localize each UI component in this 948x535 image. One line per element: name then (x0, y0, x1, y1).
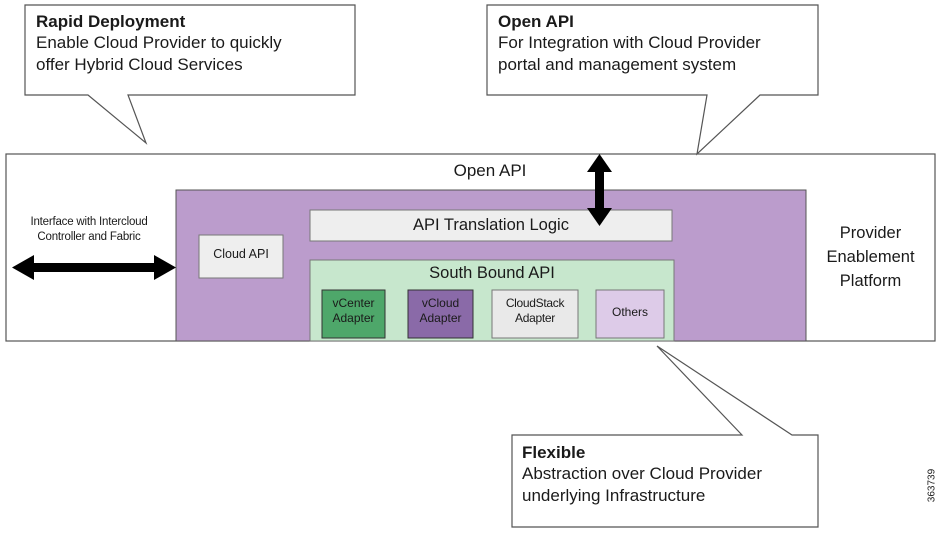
translation-label: API Translation Logic (413, 216, 569, 234)
provider-line3: Platform (839, 272, 902, 290)
cloudstack-adapter-box (491, 289, 579, 339)
interface-double-arrow (12, 255, 176, 280)
rapid-callout-shape (24, 4, 356, 145)
provider-label: Provider Enablement Platform (808, 221, 933, 293)
openapi-title: Open API (498, 12, 574, 31)
vcenter-line2: Adapter (332, 311, 375, 325)
provider-line1: Provider (839, 224, 902, 242)
flexible-title: Flexible (522, 443, 586, 462)
vcloud-adapter-label: vCloud Adapter (408, 296, 473, 326)
cloudstack-adapter-label: CloudStack Adapter (492, 296, 578, 326)
flexible-line2: underlying Infrastructure (522, 486, 706, 505)
rapid-line1: Enable Cloud Provider to quickly (36, 33, 282, 52)
flexible-line1: Abstraction over Cloud Provider (522, 464, 763, 483)
vcenter-line1: vCenter (332, 296, 375, 310)
openapi-line1: For Integration with Cloud Provider (498, 33, 761, 52)
rapid-line2: offer Hybrid Cloud Services (36, 55, 243, 74)
south-bound-label: South Bound API (429, 264, 555, 282)
interface-label-line1: Interface with Intercloud (30, 216, 148, 228)
figure-id: 363739 (926, 468, 938, 503)
translation-box (309, 209, 673, 242)
cloudstack-line2: Adapter (515, 311, 555, 325)
provider-line2: Enablement (826, 248, 915, 266)
vcenter-adapter-label: vCenter Adapter (322, 296, 385, 326)
rapid-callout: Rapid Deployment Enable Cloud Provider t… (36, 12, 282, 76)
interface-label: Interface with Intercloud Controller and… (0, 215, 178, 245)
others-adapter-box (595, 289, 665, 339)
cloud-api-label: Cloud API (213, 247, 269, 261)
vcenter-adapter-box (321, 289, 386, 339)
openapi-line2: portal and management system (498, 55, 737, 74)
openapi-callout-shape (486, 4, 819, 156)
rapid-title: Rapid Deployment (36, 12, 186, 31)
flexible-callout-shape (511, 345, 819, 528)
vcloud-line2: Adapter (419, 311, 462, 325)
cloud-api-box (198, 234, 284, 279)
interface-label-line2: Controller and Fabric (37, 231, 141, 243)
others-line1: Others (611, 305, 648, 319)
cloudstack-line1: CloudStack (505, 296, 565, 310)
open-api-label: Open API (453, 161, 527, 180)
vcloud-adapter-box (407, 289, 474, 339)
openapi-callout: Open API For Integration with Cloud Prov… (498, 12, 761, 76)
vcloud-line1: vCloud (421, 296, 460, 310)
others-adapter-label: Others (596, 305, 664, 320)
open-api-double-arrow (587, 154, 612, 226)
flexible-callout: Flexible Abstraction over Cloud Provider… (522, 443, 762, 507)
